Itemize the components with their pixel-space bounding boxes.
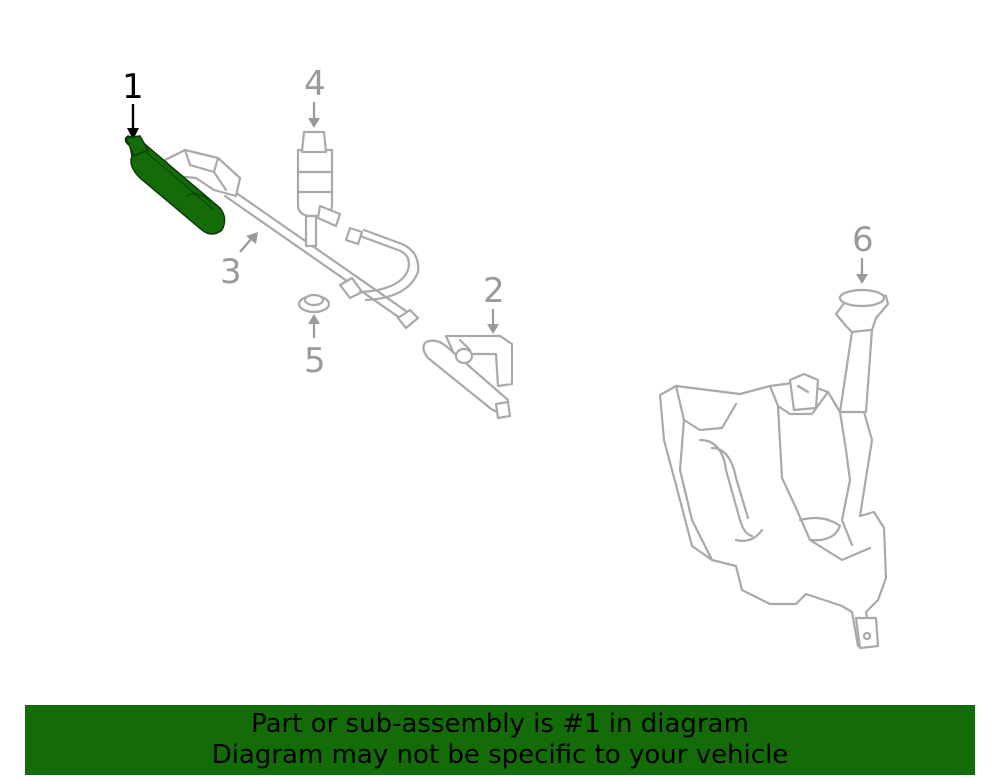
part-3-hose[interactable] xyxy=(223,188,420,330)
callout-2-arrowhead xyxy=(487,324,499,334)
part-5-grommet[interactable] xyxy=(297,293,331,314)
info-banner: Part or sub-assembly is #1 in diagram Di… xyxy=(25,705,975,775)
part-4-washer-pump[interactable] xyxy=(296,130,342,248)
callout-3-arrowhead xyxy=(246,232,258,244)
banner-line-2: Diagram may not be specific to your vehi… xyxy=(211,740,789,770)
callout-3[interactable]: 3 xyxy=(220,252,242,292)
callout-1-arrowhead xyxy=(127,128,139,140)
banner-line-1: Part or sub-assembly is #1 in diagram xyxy=(251,709,749,739)
callout-6[interactable]: 6 xyxy=(852,220,874,260)
part-6-washer-reservoir[interactable] xyxy=(658,288,890,650)
part-2-nozzle-bracket[interactable] xyxy=(422,334,514,420)
callout-6-arrowhead xyxy=(856,274,868,284)
callout-5-arrowhead xyxy=(308,314,320,324)
callout-2[interactable]: 2 xyxy=(483,271,505,311)
callout-1[interactable]: 1 xyxy=(122,67,144,107)
part-1-washer-nozzle[interactable] xyxy=(124,135,226,235)
parts-diagram: 1 4 3 5 2 6 xyxy=(122,64,890,650)
callout-3-leader xyxy=(239,237,253,253)
callout-4-arrowhead xyxy=(308,118,320,128)
callout-5[interactable]: 5 xyxy=(304,341,326,381)
callout-4[interactable]: 4 xyxy=(304,64,326,104)
